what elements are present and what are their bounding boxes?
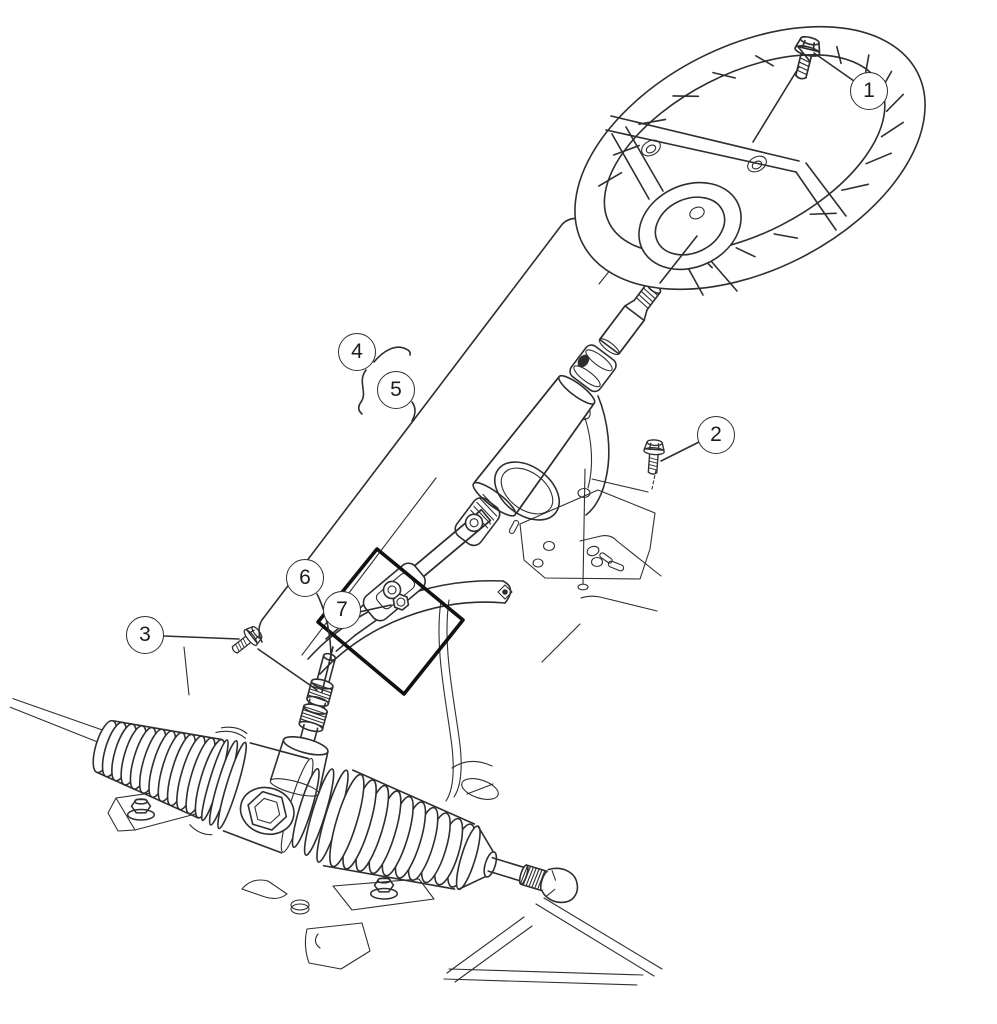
column-mount-bolt [641,438,666,476]
callout-label: 4 [351,340,363,363]
callout-balloon-1[interactable]: 1 [850,72,888,110]
rack-and-pinion [9,698,579,904]
wheel-hub [638,181,742,271]
steering-column-tube [472,374,596,517]
callout-label: 1 [863,79,875,102]
callout-label: 6 [299,566,311,589]
frame-cutout [451,760,499,800]
callout-balloon-5[interactable]: 5 [377,371,415,409]
shaft-collar [569,344,617,393]
callout-label: 2 [710,423,722,446]
dash-panel-outline [183,217,652,696]
pinion-cap [282,735,329,756]
leader-lines [163,52,855,661]
callout-balloon-7[interactable]: 7 [323,591,361,629]
rack-hex-plug [247,790,288,831]
column-flange [494,461,560,521]
callout-label: 5 [390,378,402,401]
callout-label: 3 [139,623,151,646]
boot-clamp-left [189,726,248,836]
left-bellows-boot [92,719,226,819]
flange-nut-left [126,798,156,821]
tie-rod-end [541,867,579,904]
callout-balloon-2[interactable]: 2 [697,416,735,454]
column-bracket [577,395,649,516]
callout-balloon-3[interactable]: 3 [126,616,164,654]
arm-hole [497,584,513,600]
wheel-mount-holes [641,139,767,173]
rack-housing [222,742,349,863]
upper-universal-joint [454,493,501,547]
steering-wheel [574,25,926,296]
callout-label: 7 [336,598,348,621]
left-tie-rod-stub [9,698,106,744]
callout-balloon-4[interactable]: 4 [338,333,376,371]
callout-balloon-6[interactable]: 6 [286,559,324,597]
body-panel-right [541,535,662,663]
wheel-spokes [605,115,847,296]
pinion-input-shaft [269,652,337,797]
mounting-bracket-center [241,878,435,970]
frame-rails [443,897,663,986]
tie-rod [455,825,579,904]
pinch-bolt-nut [392,593,410,611]
steering-shaft [598,281,662,356]
steering-column [454,281,662,547]
